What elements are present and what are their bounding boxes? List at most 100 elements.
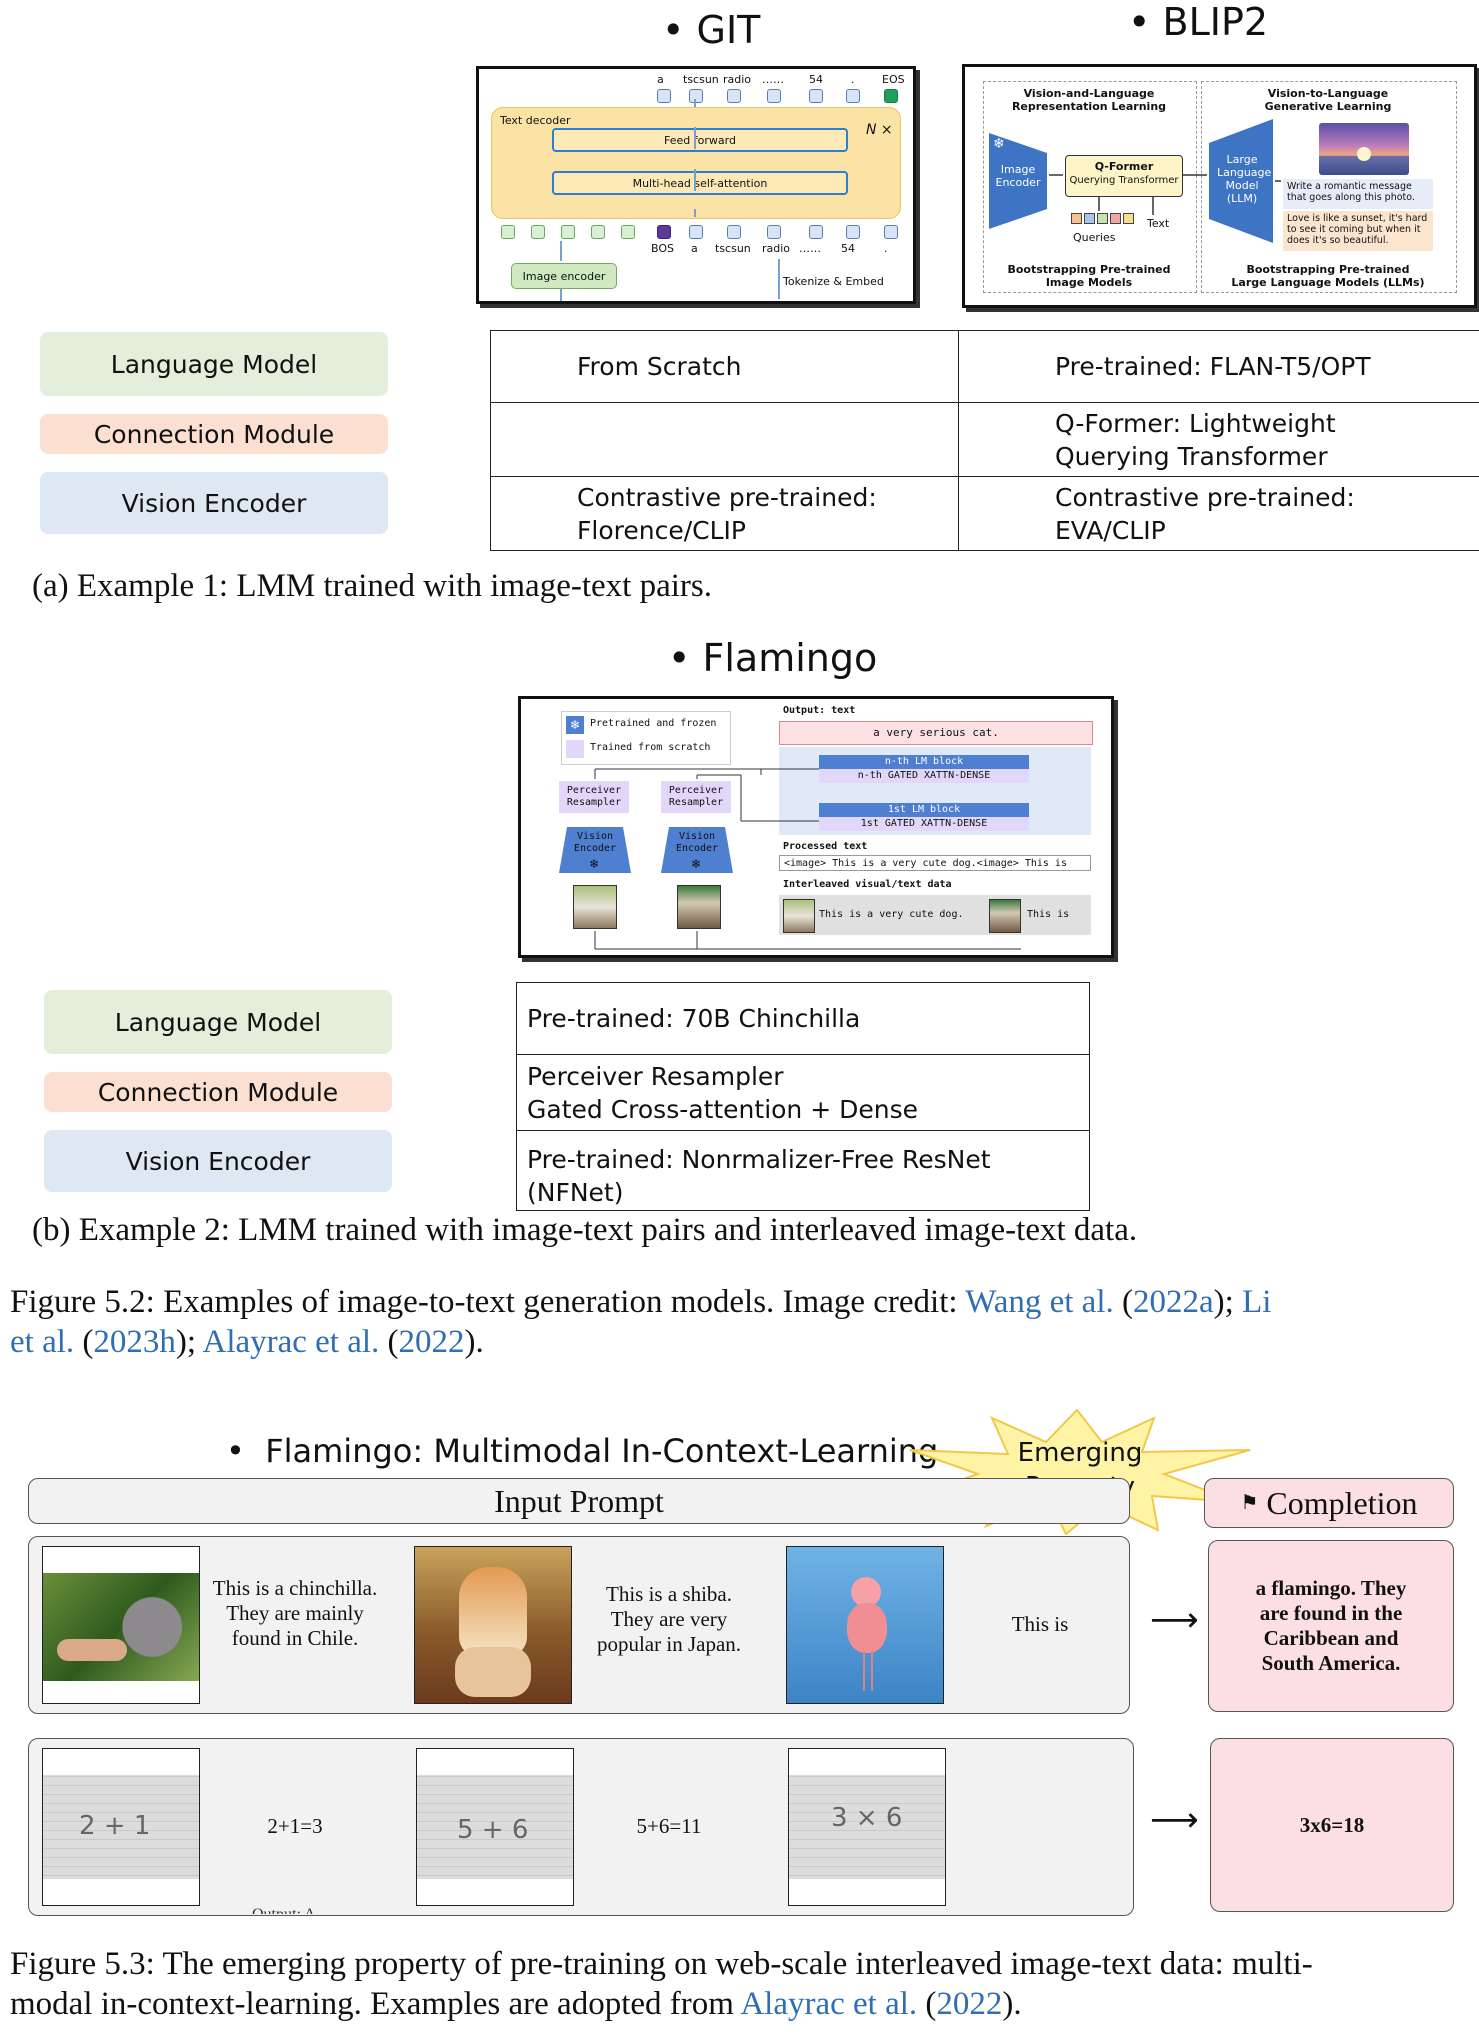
- git-out-token: EOS: [882, 73, 905, 86]
- flamingo-output-text: a very serious cat.: [873, 726, 999, 739]
- flamingo-first-gated: 1st GATED XATTN-DENSE: [819, 817, 1029, 831]
- git-token-box: [767, 225, 781, 239]
- git-in-token: BOS: [651, 242, 674, 255]
- legend-connection-module: Connection Module: [44, 1072, 392, 1112]
- blip2-boot1: Bootstrapping Pre-trained Image Models: [1007, 263, 1171, 289]
- flamingo-output-label: Output: text: [783, 705, 856, 716]
- blip2-llm-shape: [1209, 119, 1273, 243]
- arrow-right-icon: ⟶: [1150, 1600, 1199, 1640]
- git-vis-cell: Contrastive pre-trained: Florence/CLIP: [490, 476, 959, 551]
- arrow-right-icon: ⟶: [1150, 1800, 1199, 1840]
- git-feed-forward-label: Feed forward: [664, 133, 736, 147]
- cat-image: [989, 899, 1021, 933]
- git-out-token: ……: [762, 73, 784, 86]
- citation-link[interactable]: Wang et al.: [965, 1284, 1114, 1320]
- legend-vision-encoder-label: Vision Encoder: [125, 1146, 311, 1176]
- git-lm-cell: From Scratch: [490, 330, 959, 403]
- blip2-vl-gen: Vision-to-Language Generative Learning: [1264, 87, 1392, 113]
- cat-image: [677, 885, 721, 929]
- citation-year-link[interactable]: 2022: [398, 1324, 465, 1360]
- citation-link[interactable]: Alayrac et al.: [740, 1986, 918, 2022]
- git-out-token: tscsun: [683, 73, 719, 86]
- git-mhsa-label: Multi-head self-attention: [632, 176, 768, 190]
- git-title-text: GIT: [696, 8, 761, 52]
- dog-image: [783, 899, 815, 933]
- flamingo-vision-encoder-shape-1: [559, 827, 631, 873]
- blip2-stage1-frame: [983, 81, 1197, 293]
- legend-vision-encoder: Vision Encoder: [44, 1130, 392, 1192]
- git-vis-line1: Contrastive pre-trained:: [577, 482, 877, 512]
- git-img-token: [621, 225, 635, 239]
- handwritten-2plus1-image: 2 + 1: [42, 1748, 200, 1906]
- git-diagram: a tscsun radio …… 54 . EOS Text decoder …: [476, 66, 916, 304]
- blip2-prompt-box: Write a romantic message that goes along…: [1283, 179, 1433, 209]
- git-token-box: [846, 89, 860, 103]
- caption-b: (b) Example 2: LMM trained with image-te…: [32, 1212, 1138, 1248]
- blip-conn-line2: Querying Transformer: [1055, 441, 1328, 471]
- flamingo-interleaved-box: This is a very cute dog. This is: [779, 895, 1091, 935]
- citation-year-link[interactable]: 2022: [936, 1986, 1003, 2022]
- flamingo-processed-label: Processed text: [783, 841, 868, 852]
- completion-label: Completion: [1266, 1484, 1418, 1521]
- blip-conn-cell: Q-Former: Lightweight Querying Transform…: [958, 402, 1479, 477]
- git-in-token: 54: [841, 242, 855, 255]
- icl-row1-text3: This is: [1011, 1612, 1069, 1636]
- table-row: From Scratch Pre-trained: FLAN-T5/OPT: [490, 330, 1479, 403]
- dog-image: [573, 885, 617, 929]
- input-prompt-label: Input Prompt: [494, 1483, 664, 1519]
- git-token-box: [809, 225, 823, 239]
- flamingo-arrows: [594, 768, 1021, 950]
- blip2-stage2-frame: [1201, 81, 1457, 293]
- blip2-qt-label: Querying Transformer: [1069, 175, 1179, 186]
- figure-5-2-caption: Figure 5.2: Examples of image-to-text ge…: [10, 1284, 1272, 1360]
- git-in-token: tscsun: [715, 242, 751, 255]
- icl-row-2: [28, 1738, 1134, 1916]
- citation-year-link[interactable]: 2022a: [1133, 1284, 1214, 1320]
- blip2-image-encoder: Image Encoder: [995, 163, 1041, 189]
- blip2-qformer: Q-Former Querying Transformer: [1065, 155, 1183, 197]
- blip2-image-encoder-shape: [989, 133, 1047, 229]
- blip2-diagram: Vision-and-Language Representation Learn…: [962, 64, 1477, 308]
- figure-5-3-caption-line1: Figure 5.3: The emerging property of pre…: [10, 1946, 1313, 1982]
- blip2-sunset-image: [1319, 123, 1409, 175]
- git-in-token: a: [691, 242, 698, 255]
- icl-row1-answer: a flamingo. They are found in the Caribb…: [1255, 1576, 1407, 1675]
- flamingo-title-text: Flamingo: [702, 636, 878, 680]
- legend-vision-encoder-label: Vision Encoder: [121, 488, 307, 518]
- icl-row1-answer-box: a flamingo. They are found in the Caribb…: [1208, 1540, 1454, 1712]
- git-feed-forward: Feed forward: [552, 128, 848, 152]
- citation-link[interactable]: et al.: [10, 1324, 75, 1360]
- flamingo-legend-scratch-swatch: [566, 740, 584, 758]
- git-img-token: [501, 225, 515, 239]
- comparison-table-b: Pre-trained: 70B Chinchilla Perceiver Re…: [516, 982, 1090, 1211]
- blip2-llm: Large Language Model (LLM): [1217, 153, 1272, 205]
- emerging-starburst: [903, 1408, 1251, 1536]
- git-token-box: [727, 225, 741, 239]
- table-row: Pre-trained: Nonrmalizer-Free ResNet (NF…: [516, 1130, 1090, 1211]
- git-bos-box: [657, 225, 671, 239]
- flamingo-nth-lm: n-th LM block: [819, 755, 1029, 769]
- caption-a: (a) Example 1: LMM trained with image-te…: [32, 568, 712, 604]
- blip2-answer: Love is like a sunset, it's hard to see …: [1287, 213, 1428, 246]
- flamingo-diagram: ❄ Pretrained and frozen Trained from scr…: [518, 696, 1114, 958]
- citation-link[interactable]: Li: [1242, 1284, 1272, 1320]
- citation-link[interactable]: Alayrac et al.: [202, 1324, 380, 1360]
- blip2-qformer-label: Q-Former: [1094, 160, 1154, 173]
- git-token-box: [657, 89, 671, 103]
- git-token-box: [689, 225, 703, 239]
- handwritten-5plus6: 5 + 6: [457, 1815, 529, 1845]
- flamingo-vision-encoder-2: Vision Encoder: [675, 831, 719, 854]
- flamingo-processed-text: <image> This is a very cute dog.<image> …: [779, 855, 1091, 871]
- git-nx-label: N ×: [866, 122, 893, 138]
- flamingo-vision-encoder-1: Vision Encoder: [573, 831, 617, 854]
- comparison-table-a: From Scratch Pre-trained: FLAN-T5/OPT Q-…: [490, 330, 1479, 551]
- blip2-vl-rep: Vision-and-Language Representation Learn…: [1011, 87, 1167, 113]
- git-tokenize-label: Tokenize & Embed: [783, 275, 884, 288]
- legend-language-model: Language Model: [44, 990, 392, 1054]
- flamingo-legend-frozen: Pretrained and frozen: [590, 718, 717, 729]
- table-row: Pre-trained: 70B Chinchilla: [516, 982, 1090, 1055]
- citation-year-link[interactable]: 2023h: [93, 1324, 176, 1360]
- git-mhsa: Multi-head self-attention: [552, 171, 848, 195]
- flamingo-interleaved-text-1: This is a very cute dog.: [819, 909, 964, 920]
- git-in-token: .: [884, 242, 888, 255]
